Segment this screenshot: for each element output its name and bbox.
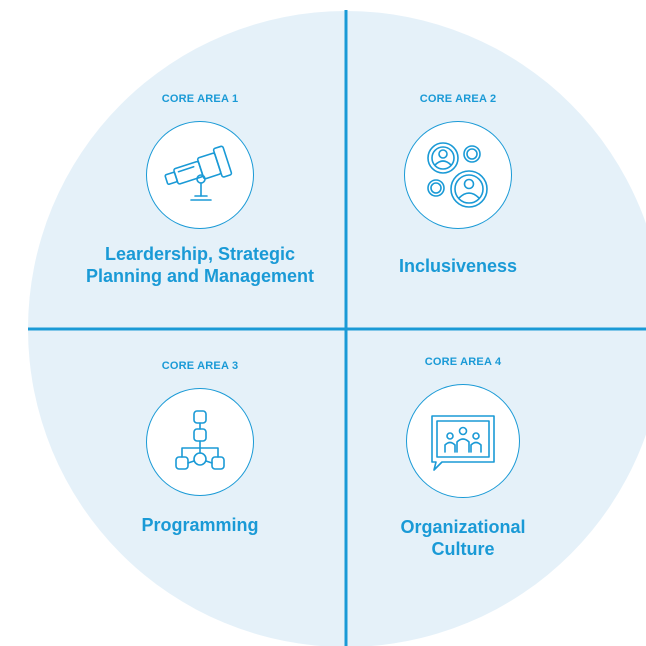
core-area-1-label: CORE AREA 1 bbox=[161, 93, 239, 105]
flowchart-icon bbox=[146, 388, 254, 496]
core-area-2-title-line-1: Inclusiveness bbox=[398, 256, 518, 276]
core-area-2: CORE AREA 2 Inclusive bbox=[345, 93, 571, 277]
core-area-1-title-line-2: Planning and Management bbox=[85, 266, 315, 286]
core-area-2-label: CORE AREA 2 bbox=[419, 93, 497, 105]
core-area-3-title-line-1: Programming bbox=[141, 515, 259, 535]
telescope-icon bbox=[146, 121, 254, 229]
core-area-3-title: Programming bbox=[141, 514, 258, 536]
core-area-4-title-line-2: Culture bbox=[431, 539, 495, 559]
core-area-1-title-line-1: Leardership, Strategic bbox=[104, 244, 296, 264]
core-area-4-title: Organizational Culture bbox=[400, 516, 525, 560]
core-area-4-label: CORE AREA 4 bbox=[424, 356, 502, 368]
core-area-4-title-line-1: Organizational bbox=[400, 517, 526, 537]
team-presentation-icon bbox=[406, 384, 520, 498]
core-area-1-title: Leardership, Strategic Planning and Mana… bbox=[86, 243, 314, 287]
diverse-people-icon bbox=[404, 121, 512, 229]
core-area-4: CORE AREA 4 Organizational Culture bbox=[345, 356, 581, 560]
core-area-3-label: CORE AREA 3 bbox=[161, 360, 239, 372]
core-area-2-title: Inclusiveness bbox=[399, 255, 517, 277]
core-area-1: CORE AREA 1 Leardership, Strategic bbox=[55, 93, 345, 287]
core-area-3: CORE AREA 3 Programmi bbox=[55, 360, 345, 536]
